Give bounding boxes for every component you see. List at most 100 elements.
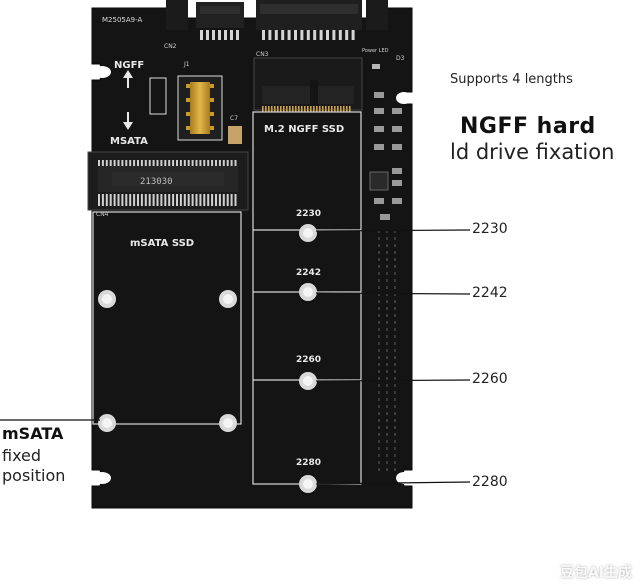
trace-dot	[394, 454, 396, 457]
trace-dot	[386, 279, 388, 282]
trace-dot	[378, 342, 380, 345]
trace-dot	[394, 370, 396, 373]
trace-dot	[386, 314, 388, 317]
pin	[328, 106, 330, 112]
pin	[164, 194, 167, 206]
pin	[215, 194, 217, 206]
trace-dot	[378, 384, 380, 387]
pin	[148, 194, 151, 206]
trace-dot	[394, 377, 396, 380]
trace-dot	[394, 335, 396, 338]
trace-dot	[378, 412, 380, 415]
pin	[168, 160, 171, 166]
pin	[206, 30, 209, 40]
trace-dot	[386, 405, 388, 408]
trace-dot	[394, 307, 396, 310]
trace-dot	[378, 258, 380, 261]
trace-dot	[386, 391, 388, 394]
trace-dot	[394, 384, 396, 387]
pin	[262, 106, 264, 112]
trace-dot	[378, 426, 380, 429]
trace-dot	[378, 307, 380, 310]
trace-dot	[378, 286, 380, 289]
pin	[172, 194, 175, 206]
trace-dot	[386, 363, 388, 366]
trace-dot	[378, 244, 380, 247]
pin	[338, 30, 342, 40]
pin	[224, 30, 227, 40]
pin	[262, 30, 265, 40]
trace-dot	[386, 447, 388, 450]
hole-label-2280: 2280	[296, 458, 321, 468]
trace-dot	[378, 300, 380, 303]
pin	[156, 194, 159, 206]
pin	[98, 160, 100, 166]
trace-dot	[378, 419, 380, 422]
pin	[268, 30, 272, 40]
length-callout-2260: 2260	[472, 371, 508, 387]
msata-callout-line1: mSATA	[2, 424, 64, 443]
pin	[109, 194, 112, 206]
trace-dot	[386, 356, 388, 359]
trace-dot	[394, 433, 396, 436]
trace-dot	[394, 321, 396, 324]
pin	[346, 106, 348, 112]
pin	[129, 160, 132, 166]
pin	[187, 194, 190, 206]
trace-dot	[378, 405, 380, 408]
pin	[129, 194, 132, 206]
pin	[121, 160, 124, 166]
pin	[200, 30, 203, 40]
pin	[176, 160, 178, 166]
trace-dot	[386, 265, 388, 268]
pin	[105, 160, 108, 166]
trace-dot	[378, 440, 380, 443]
trace-dot	[386, 293, 388, 296]
trace-dot	[394, 258, 396, 261]
pin	[164, 160, 167, 166]
trace-dot	[386, 300, 388, 303]
trace-dot	[386, 244, 388, 247]
m2-connector	[253, 57, 363, 111]
pcb-outline	[91, 7, 413, 509]
pin	[351, 30, 355, 40]
pin	[179, 160, 182, 166]
pin	[337, 106, 339, 112]
trace-dot	[386, 286, 388, 289]
trace-dot	[394, 356, 396, 359]
supports-lengths-caption: Supports 4 lengths	[450, 72, 573, 87]
pin	[121, 194, 124, 206]
sata-connector	[166, 0, 388, 30]
pin	[313, 30, 317, 40]
pin	[172, 160, 175, 166]
trace-dot	[394, 440, 396, 443]
trace-dot	[386, 377, 388, 380]
trace-dots	[378, 230, 396, 471]
trace-dot	[386, 461, 388, 464]
notch-right-top	[396, 92, 412, 104]
pin	[117, 194, 120, 206]
trace-dot	[378, 279, 380, 282]
pin	[144, 160, 147, 166]
pin	[295, 106, 297, 112]
trace-dot	[378, 461, 380, 464]
ref-j1: J1	[183, 61, 190, 68]
trace-dot	[394, 244, 396, 247]
pin	[203, 160, 206, 166]
pin	[117, 160, 120, 166]
trace-dot	[394, 398, 396, 401]
pin	[168, 194, 171, 206]
board-part-number: M2505A9-A	[102, 16, 142, 24]
trace-dot	[394, 426, 396, 429]
ref-cn4: CN4	[96, 211, 109, 218]
board-ngff-label: NGFF	[114, 60, 144, 71]
pin	[125, 194, 128, 206]
pin	[307, 106, 309, 112]
board-m2-slot-label: M.2 NGFF SSD	[264, 124, 344, 135]
hole-label-2230: 2230	[296, 209, 321, 219]
trace-dot	[394, 412, 396, 415]
trace-dot	[394, 447, 396, 450]
trace-dot	[386, 433, 388, 436]
pin	[218, 30, 221, 40]
